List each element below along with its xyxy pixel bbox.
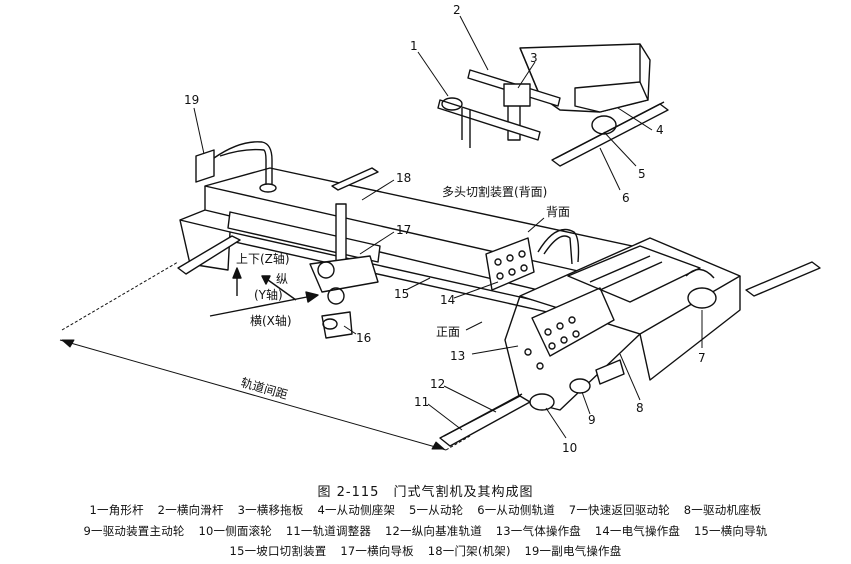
label-multihead: 多头切割装置(背面)	[442, 184, 547, 199]
callout-18: 18	[396, 171, 411, 185]
torch-assembly	[309, 203, 379, 339]
legend-item: 7一快速返回驱动轮	[568, 503, 670, 517]
callout-9: 9	[588, 413, 596, 427]
gantry-cutting-machine-diagram: 1 2 3 4 5 6 7 8 9 10 11 12 13 14 15 16 1…	[59, 3, 821, 455]
callout-10: 10	[562, 441, 577, 455]
legend-row-1: 1一角形杆 2一横向滑杆 3一横移拖板 4一从动侧座架 5一从动轮 6一从动侧轨…	[0, 502, 851, 518]
callout-4: 4	[656, 123, 664, 137]
legend-item: 8一驱动机座板	[683, 503, 762, 517]
legend-row-2: 9一驱动装置主动轮 10一侧面滚轮 11一轨道调整器 12一纵向基准轨道 13一…	[0, 523, 851, 539]
label-front: 正面	[436, 325, 460, 339]
label-z-axis: 上下(Z轴)	[236, 251, 290, 266]
legend-item: 3一横移拖板	[237, 503, 304, 517]
legend-item: 19一副电气操作盘	[524, 544, 622, 558]
legend-item: 18一门架(机架)	[427, 544, 511, 558]
right-rail	[439, 261, 821, 447]
gantry-frame	[179, 167, 661, 315]
electric-panel	[485, 228, 580, 291]
callout-19: 19	[184, 93, 199, 107]
callout-3: 3	[530, 51, 538, 65]
callout-numbers: 1 2 3 4 5 6 7 8 9 10 11 12 13 14 15 16 1…	[184, 3, 706, 455]
label-x-axis: 横(X轴)	[250, 313, 292, 328]
legend-item: 12一纵向基准轨道	[384, 524, 482, 538]
callout-14: 14	[440, 293, 455, 307]
callout-7: 7	[698, 351, 706, 365]
callout-12: 12	[430, 377, 445, 391]
callout-13: 13	[450, 349, 465, 363]
multihead-inset	[437, 43, 669, 167]
legend-item: 1一角形杆	[89, 503, 144, 517]
legend-item: 5一从动轮	[409, 503, 464, 517]
legend-item: 2一横向滑杆	[157, 503, 224, 517]
legend-item: 9一驱动装置主动轮	[83, 524, 185, 538]
legend-item: 15一横向导轨	[693, 524, 768, 538]
callout-11: 11	[414, 395, 429, 409]
callout-2: 2	[453, 3, 461, 17]
callout-6: 6	[622, 191, 630, 205]
legend-item: 15一坡口切割装置	[229, 544, 327, 558]
legend-item: 13一气体操作盘	[495, 524, 581, 538]
legend-row-3: 15一坡口切割装置 17一横向导板 18一门架(机架) 19一副电气操作盘	[0, 543, 851, 559]
label-y-axis-1: 纵	[276, 272, 288, 286]
legend-item: 6一从动侧轨道	[477, 503, 555, 517]
label-y-axis-2: (Y轴)	[254, 287, 283, 302]
sub-electric-panel	[195, 141, 277, 193]
track-gauge-dimension	[59, 261, 471, 451]
legend-item: 14一电气操作盘	[594, 524, 681, 538]
leader-lines	[193, 15, 703, 439]
axis-arrows	[209, 267, 319, 317]
callout-8: 8	[636, 401, 644, 415]
figure-caption: 图 2-115 门式气割机及其构成图	[317, 485, 534, 500]
label-back: 背面	[546, 205, 570, 219]
legend-item: 11一轨道调整器	[285, 524, 372, 538]
legend-item: 10一侧面滚轮	[198, 524, 273, 538]
callout-16: 16	[356, 331, 371, 345]
drive-carriage	[504, 237, 741, 411]
callout-1: 1	[410, 39, 418, 53]
callout-5: 5	[638, 167, 646, 181]
callout-17: 17	[396, 223, 411, 237]
legend-item: 4一从动侧座架	[317, 503, 396, 517]
callout-15: 15	[394, 287, 409, 301]
left-rail	[177, 167, 379, 275]
legend-item: 17一横向导板	[340, 544, 414, 558]
